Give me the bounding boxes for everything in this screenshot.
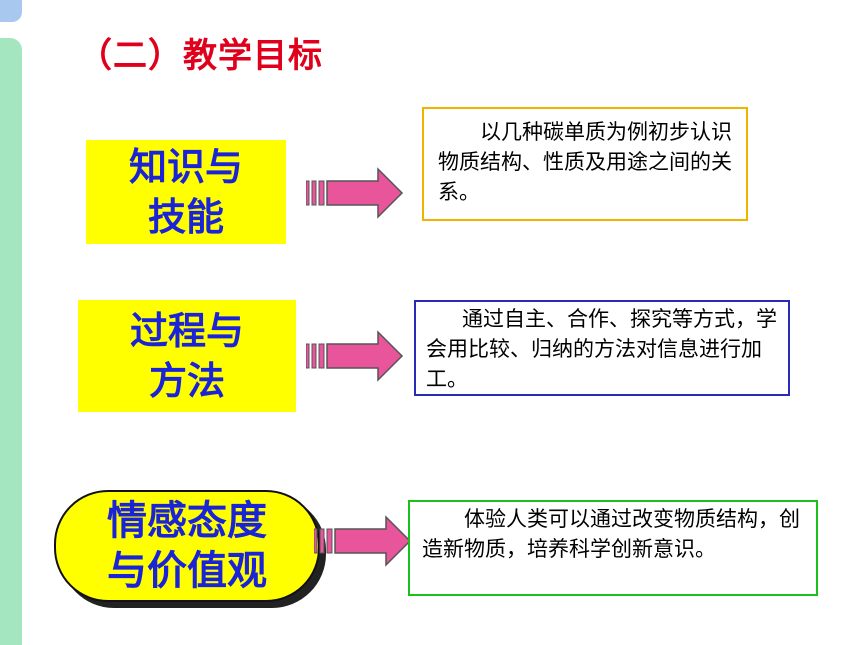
label-line-1: 情感态度 (107, 498, 267, 544)
desc-knowledge-skills: 以几种碳单质为例初步认识物质结构、性质及用途之间的关系。 (422, 107, 748, 221)
label-emotion-values: 情感态度 与价值观 (54, 490, 320, 602)
desc-text: 通过自主、合作、探究等方式，学会用比较、归纳的方法对信息进行加工。 (426, 307, 777, 391)
label-process-methods: 过程与 方法 (78, 300, 296, 412)
label-line-2: 技能 (147, 195, 224, 239)
left-decor-bar (0, 0, 22, 645)
left-decor-top (0, 0, 22, 22)
desc-process-methods: 通过自主、合作、探究等方式，学会用比较、归纳的方法对信息进行加工。 (414, 300, 790, 396)
label-line-2: 与价值观 (107, 548, 267, 594)
right-arrow-icon (306, 167, 404, 219)
desc-emotion-values: 体验人类可以通过改变物质结构，创造新物质，培养科学创新意识。 (408, 500, 818, 596)
right-arrow-icon (314, 515, 412, 567)
label-line-1: 知识与 (128, 145, 243, 189)
label-line-1: 过程与 (129, 309, 244, 353)
label-knowledge-skills: 知识与 技能 (86, 140, 286, 244)
desc-text: 以几种碳单质为例初步认识物质结构、性质及用途之间的关系。 (438, 120, 732, 204)
desc-text: 体验人类可以通过改变物质结构，创造新物质，培养科学创新意识。 (422, 507, 800, 561)
label-line-2: 方法 (148, 359, 225, 403)
slide-title: （二）教学目标 (78, 36, 323, 76)
left-decor-strip (0, 38, 22, 645)
right-arrow-icon (306, 330, 404, 382)
